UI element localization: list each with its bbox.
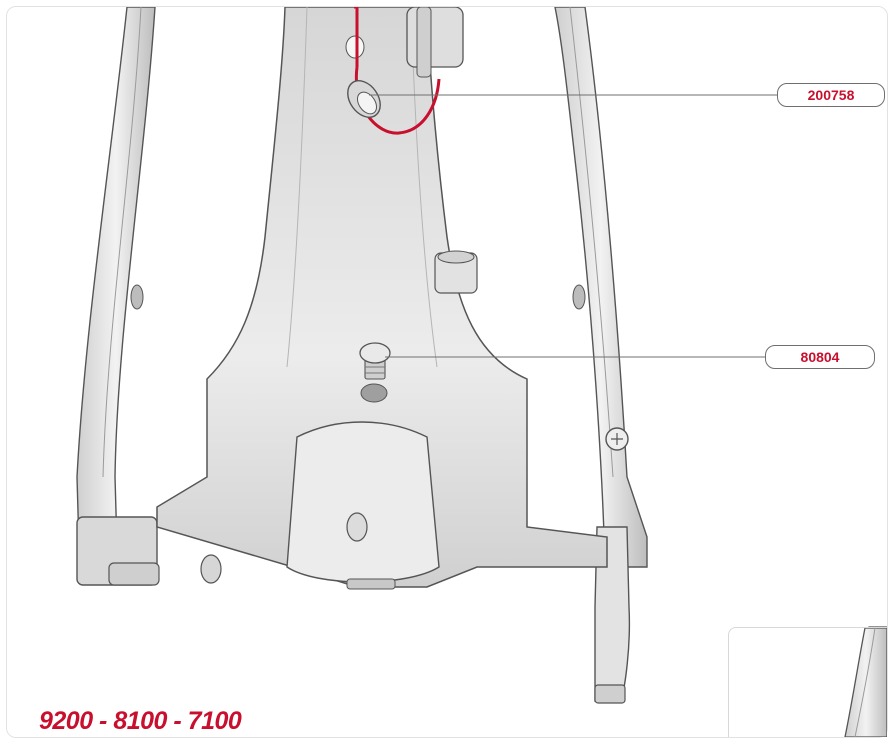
leader-lines (369, 94, 777, 358)
cable-port-part (347, 7, 441, 135)
right-seat-stay (554, 7, 648, 704)
inset-illustration (844, 628, 887, 737)
callout-part-80804: 80804 (765, 345, 875, 369)
callout-part-200758: 200758 (777, 83, 885, 107)
left-seat-stay (76, 7, 160, 586)
diagram-frame: 200758 80804 9200 - 8100 - 7100 (6, 6, 888, 738)
seat-tube-body (156, 7, 608, 590)
model-title: 9200 - 8100 - 7100 (39, 707, 242, 735)
plug-part (359, 342, 391, 380)
detail-inset (728, 627, 887, 737)
